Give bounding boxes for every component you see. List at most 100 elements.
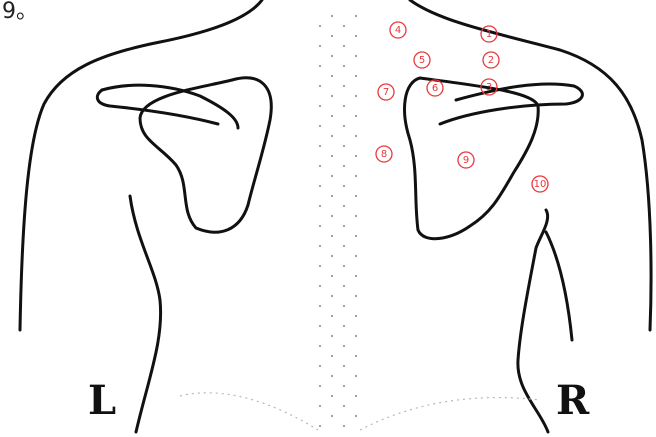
marker-10: 10 [532,176,548,192]
spine-dot [355,235,357,237]
spine-dot [355,315,357,317]
spine-dot [331,295,333,297]
spine-dot [319,385,321,387]
spine-dot [343,85,345,87]
spine-dot [319,45,321,47]
left-scapula [140,78,271,232]
spine-dot [319,25,321,27]
left-shoulder-outline [20,0,262,330]
marker-5: 5 [414,52,430,68]
right-scapula [405,78,539,239]
spine-dot [343,185,345,187]
spine-dot [343,385,345,387]
spine-dot [355,155,357,157]
spine-dot [319,365,321,367]
spine-dot [331,255,333,257]
right-arm-line [546,232,572,340]
spine-dot [319,105,321,107]
spine-dot [331,135,333,137]
spine-dot [319,405,321,407]
marker-number: 5 [419,55,425,66]
right-scapular-spine [440,84,582,124]
left-side-label: L [88,377,116,424]
marker-number: 7 [383,87,389,98]
spine-dot [355,95,357,97]
marker-8: 8 [376,146,392,162]
spine-dot [331,355,333,357]
spine-dot [343,405,345,407]
spine-dot [319,305,321,307]
spine-dot [355,195,357,197]
spine-dot [343,225,345,227]
spine-dot [331,155,333,157]
marker-number: 3 [486,82,492,93]
spine-dot [331,35,333,37]
spine-dot [319,185,321,187]
spine-dot [343,285,345,287]
marker-9: 9 [458,152,474,168]
spine-dot [319,425,321,427]
spine-dot [319,125,321,127]
spine-dots [319,15,357,427]
spine-dot [355,135,357,137]
spine-dot [355,395,357,397]
spine-dot [355,275,357,277]
spine-dot [331,75,333,77]
spine-dot [355,355,357,357]
marker-number: 10 [534,179,547,190]
spine-dot [343,325,345,327]
spine-dot [355,15,357,17]
spine-dot [319,205,321,207]
marker-7: 7 [378,84,394,100]
spine-dot [319,345,321,347]
spine-dot [355,35,357,37]
spine-dot [355,75,357,77]
spine-dot [319,165,321,167]
spine-dot [343,25,345,27]
spine-dot [343,245,345,247]
spine-dot [355,375,357,377]
lower-right-dotted-curve [360,398,540,430]
spine-dot [343,265,345,267]
spine-dot [355,415,357,417]
spine-dot [355,55,357,57]
spine-dot [331,175,333,177]
spine-dot [343,425,345,427]
spine-dot [343,105,345,107]
right-side-label: R [556,377,590,424]
spine-dot [343,165,345,167]
marker-number: 9 [463,155,469,166]
lower-left-dotted-curve [180,393,318,430]
marker-2: 2 [483,52,499,68]
spine-dot [331,375,333,377]
marker-4: 4 [390,22,406,38]
spine-dot [355,335,357,337]
spine-dot [343,305,345,307]
spine-dot [331,275,333,277]
spine-dot [355,255,357,257]
spine-dot [319,225,321,227]
spine-dot [331,335,333,337]
figure-number: 9。 [2,0,38,24]
spine-dot [343,45,345,47]
left-torso-line [130,196,161,432]
spine-dot [343,65,345,67]
marker-number: 6 [432,83,438,94]
spine-dot [319,245,321,247]
spine-dot [331,315,333,317]
spine-dot [355,295,357,297]
marker-number: 2 [488,55,494,66]
spine-dot [331,95,333,97]
spine-dot [319,265,321,267]
spine-dot [343,365,345,367]
spine-dot [355,175,357,177]
spine-dot [331,395,333,397]
spine-dot [343,145,345,147]
marker-number: 8 [381,149,387,160]
spine-dot [331,115,333,117]
spine-dot [319,325,321,327]
spine-dot [331,415,333,417]
marker-number: 4 [395,25,401,36]
spine-dot [319,65,321,67]
